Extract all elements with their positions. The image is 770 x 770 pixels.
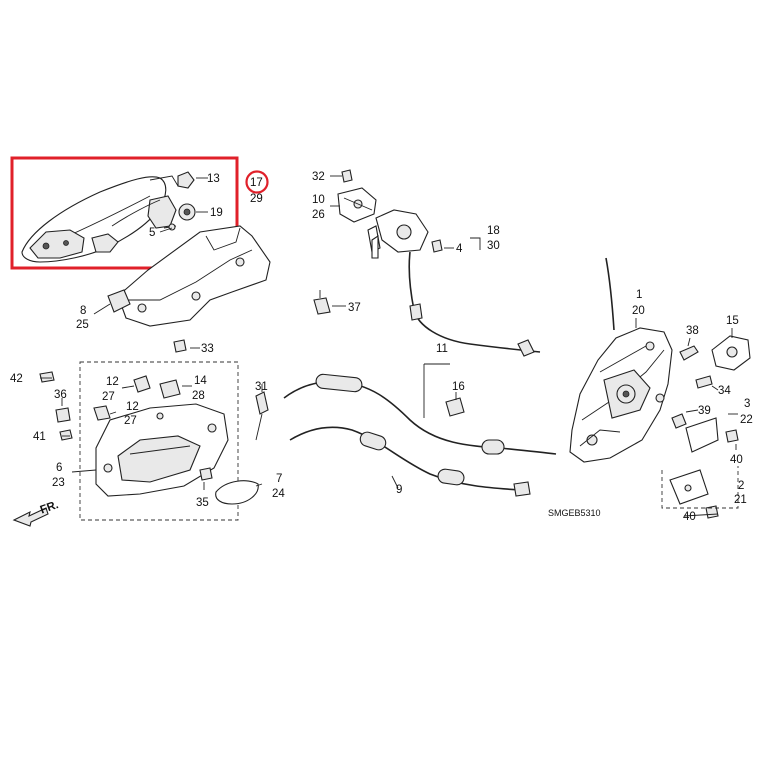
- cover-2: [669, 469, 709, 505]
- callout-24: 24: [272, 488, 285, 500]
- callout-13: 13: [207, 173, 220, 185]
- callout-41: 41: [33, 431, 46, 443]
- callout-1: 1: [636, 289, 642, 301]
- callout-22: 22: [740, 414, 753, 426]
- callout-14: 14: [194, 375, 207, 387]
- key-cylinder-18: [367, 209, 429, 259]
- cable-9-grommets: [359, 431, 531, 497]
- bracket-box-2-3: [661, 466, 739, 509]
- callout-20: 20: [632, 305, 645, 317]
- screw-41: [59, 429, 73, 441]
- cable-11: [283, 380, 557, 455]
- nut-36: [55, 407, 71, 423]
- outer-handle-assembly: [21, 175, 179, 263]
- callout-27-upper: 27: [102, 391, 115, 403]
- callout-33: 33: [201, 343, 214, 355]
- callout-17: 17: [250, 177, 263, 189]
- callout-32: 32: [312, 171, 325, 183]
- handle-nut-13: [177, 171, 195, 189]
- callout-38: 38: [686, 325, 699, 337]
- callout-16: 16: [452, 381, 465, 393]
- cylinder-housing-10: [337, 187, 377, 223]
- bolt-33: [173, 339, 187, 353]
- callout-28: 28: [192, 390, 205, 402]
- callout-2: 2: [738, 480, 744, 492]
- callout-10: 10: [312, 194, 325, 206]
- door-lock-actuator: [569, 327, 673, 463]
- leader-lines: [40, 175, 738, 517]
- screw-42: [39, 371, 55, 383]
- callout-27-lower: 27: [124, 415, 137, 427]
- callout-8: 8: [80, 305, 86, 317]
- callout-21: 21: [734, 494, 747, 506]
- cylinder-rod-end: [409, 303, 535, 357]
- clip-12-lower: [93, 405, 111, 421]
- actuator-rod: [605, 257, 615, 331]
- cover-3: [685, 417, 719, 453]
- callout-40-lower: 40: [683, 511, 696, 523]
- screw-35: [199, 467, 213, 481]
- callout-3: 3: [744, 398, 750, 410]
- highlight-circle-17: [245, 170, 269, 194]
- callout-15: 15: [726, 315, 739, 327]
- handle-base-bracket: [107, 225, 271, 327]
- cable-9: [289, 426, 521, 491]
- striker-15: [711, 335, 751, 371]
- callout-34: 34: [718, 385, 731, 397]
- callout-19: 19: [210, 207, 223, 219]
- callout-25: 25: [76, 319, 89, 331]
- callout-23: 23: [52, 477, 65, 489]
- screw-4: [431, 239, 443, 253]
- callout-29: 29: [250, 193, 263, 205]
- callout-26: 26: [312, 209, 325, 221]
- callout-31: 31: [255, 381, 268, 393]
- inner-handle-dashed-box: [79, 361, 239, 521]
- front-direction-label: FR.: [39, 499, 61, 517]
- handle-seal-19: [178, 203, 196, 221]
- clip-14: [159, 379, 181, 399]
- callout-7: 7: [276, 473, 282, 485]
- diagram-code: SMGEB5310: [548, 508, 601, 518]
- highlight-box: [10, 156, 239, 270]
- callout-4: 4: [456, 243, 463, 255]
- callout-12-upper: 12: [106, 376, 119, 388]
- clip-31: [255, 391, 269, 441]
- callout-9: 9: [396, 484, 402, 496]
- screw-39: [671, 413, 687, 429]
- callout-labels: 13 17 29 19 5 8 25 33 37 32 10 26 4 18 3…: [10, 171, 753, 523]
- screw-40-upper: [725, 429, 739, 443]
- callout-42: 42: [10, 373, 23, 385]
- screw-34: [695, 375, 713, 389]
- callout-18: 18: [487, 225, 500, 237]
- callout-39: 39: [698, 405, 711, 417]
- cover-7: [215, 480, 259, 505]
- screw-32: [341, 169, 353, 183]
- callout-5: 5: [149, 227, 155, 239]
- callout-30: 30: [487, 240, 500, 252]
- cable-11-grommets: [315, 373, 505, 455]
- callout-11: 11: [436, 343, 448, 355]
- screw-38: [679, 345, 699, 361]
- bolt-37: [313, 290, 331, 315]
- callout-6: 6: [56, 462, 62, 474]
- callout-35: 35: [196, 497, 209, 509]
- callout-40-upper: 40: [730, 454, 743, 466]
- cylinder-rod: [408, 251, 541, 353]
- front-direction-arrow: [12, 507, 49, 527]
- callout-12-lower: 12: [126, 401, 139, 413]
- callout-36: 36: [54, 389, 67, 401]
- clip-12-upper: [133, 375, 151, 393]
- callout-37: 37: [348, 302, 361, 314]
- inner-handle-assembly: [95, 403, 229, 497]
